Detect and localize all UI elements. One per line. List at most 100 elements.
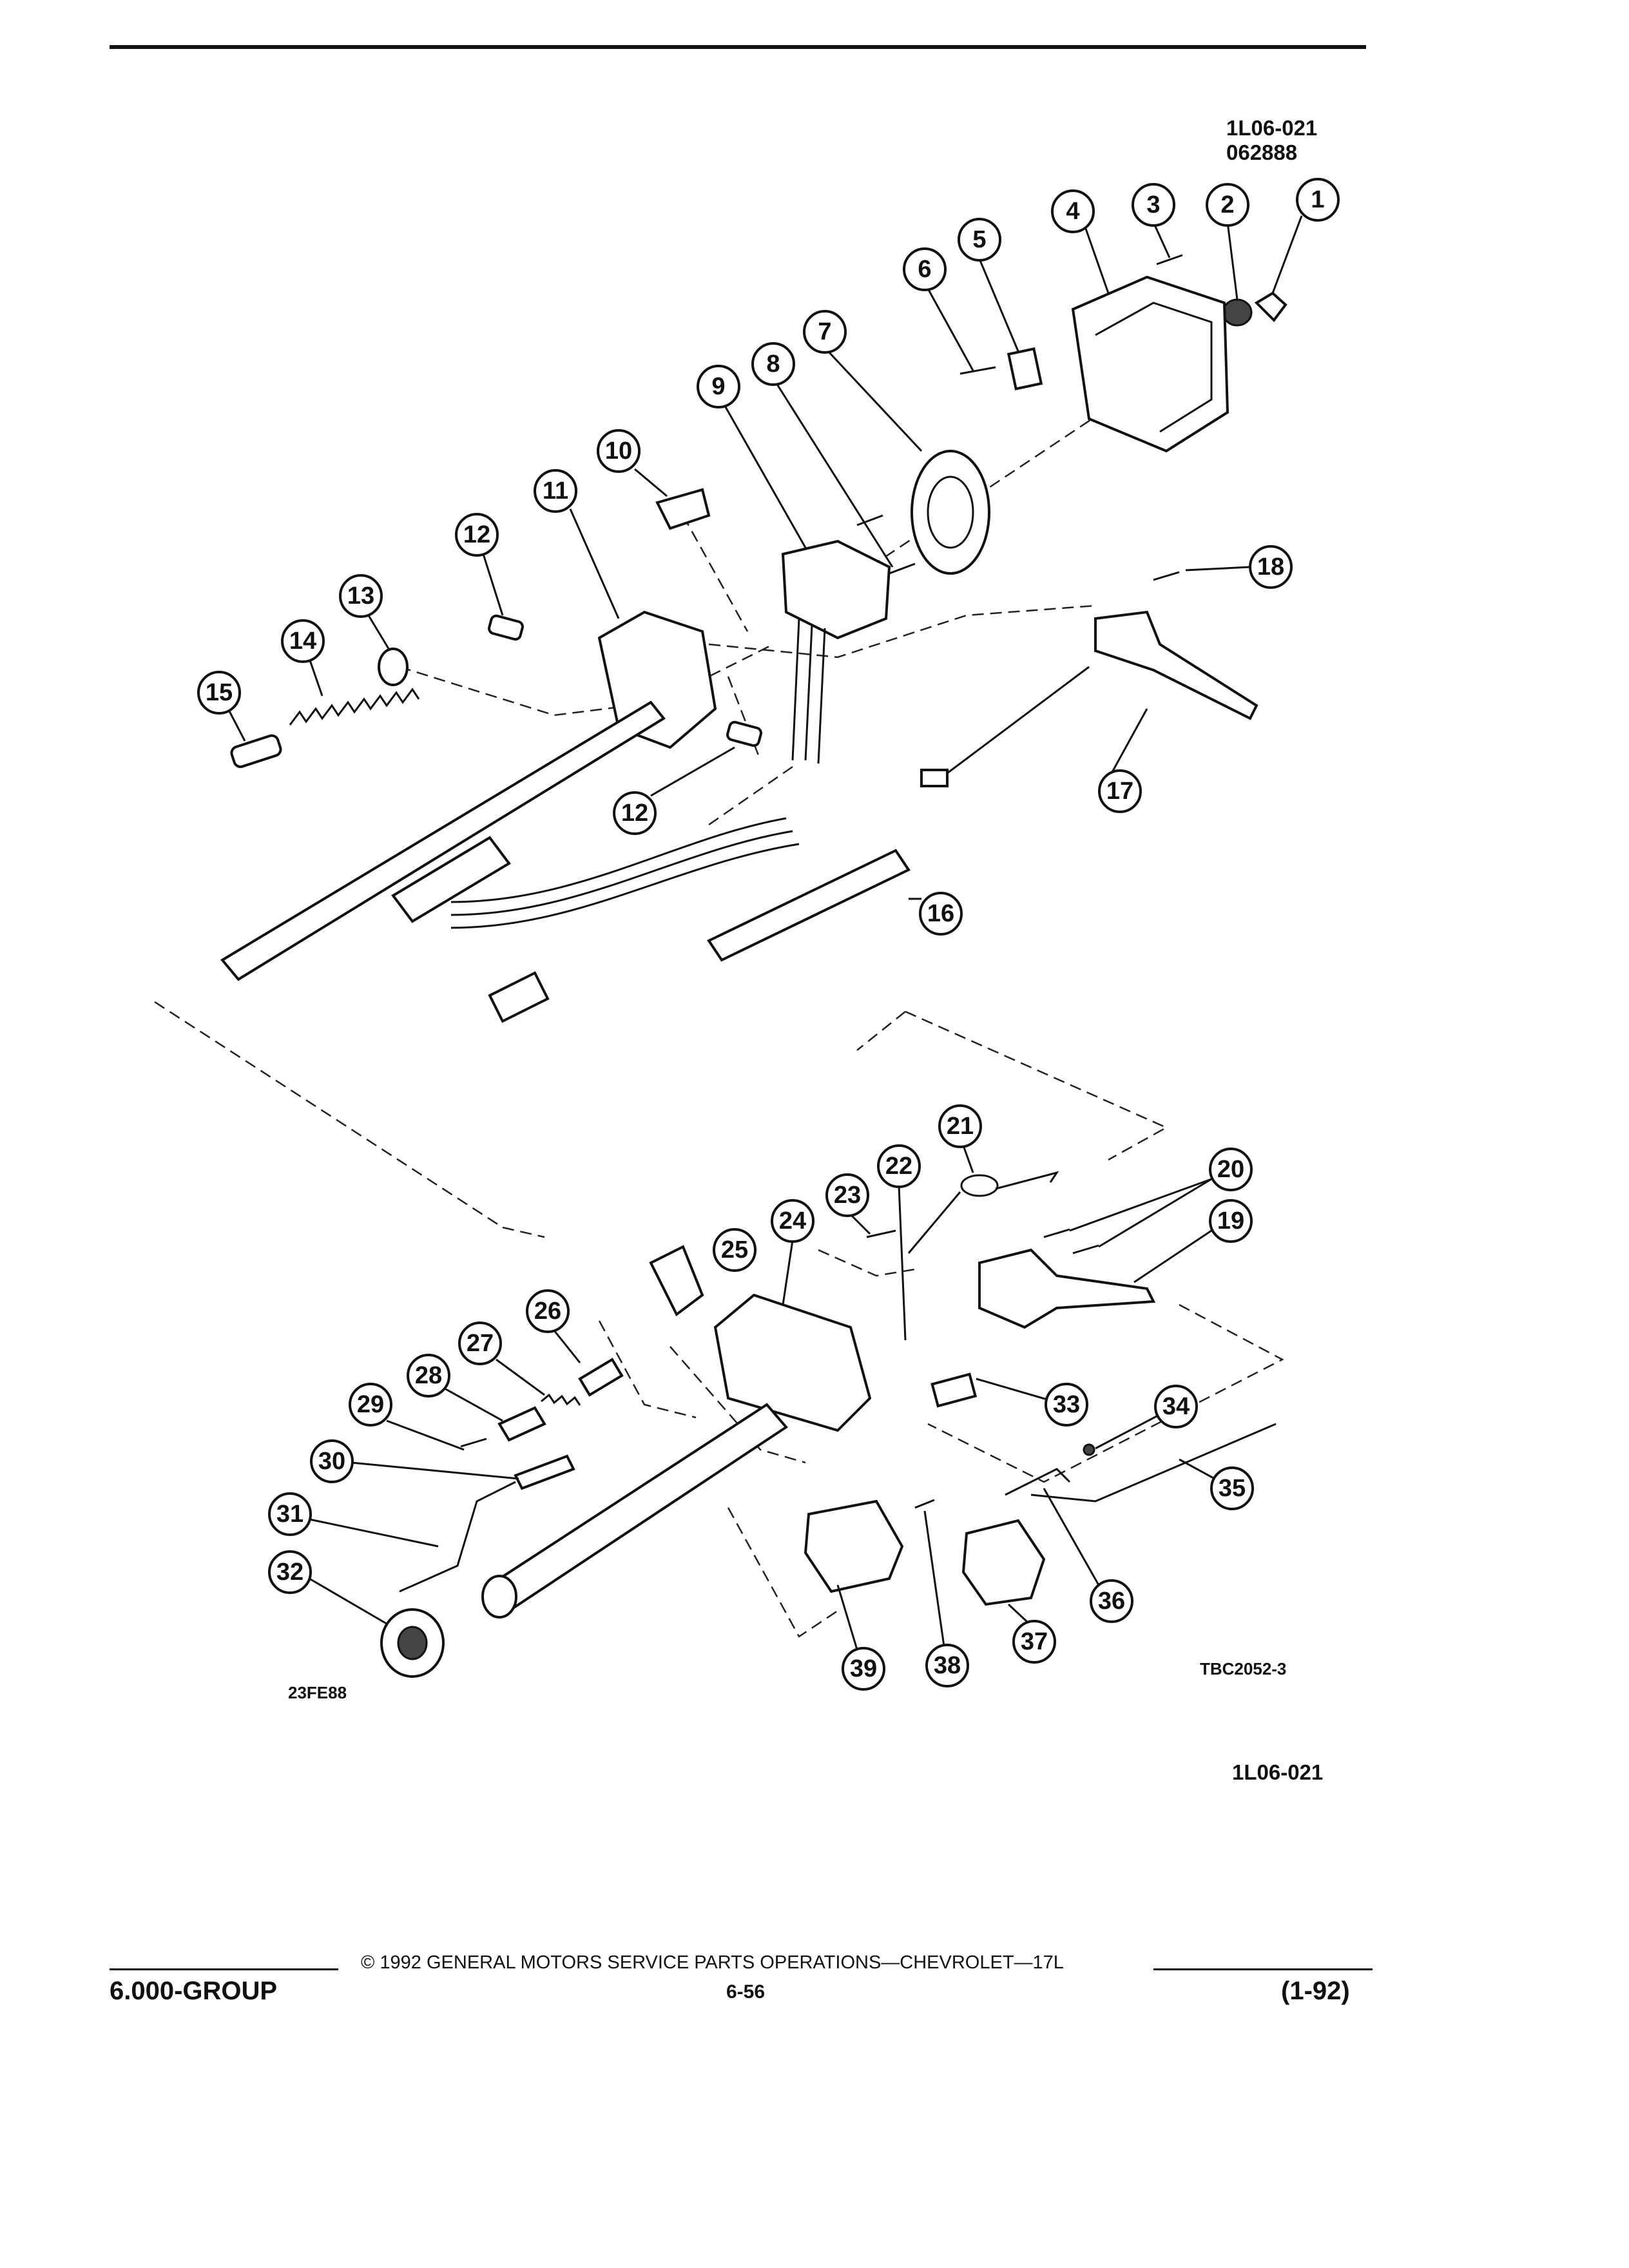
svg-text:13: 13 bbox=[347, 582, 374, 610]
part-33-shape bbox=[930, 1372, 978, 1408]
svg-text:22: 22 bbox=[885, 1153, 912, 1180]
callout-22: 22 bbox=[877, 1144, 921, 1341]
part-19-shape bbox=[978, 1248, 1156, 1329]
harness-plug bbox=[488, 971, 550, 1023]
callout-38: 38 bbox=[923, 1510, 969, 1687]
svg-text:19: 19 bbox=[1217, 1207, 1244, 1235]
callout-12-top: 12 bbox=[455, 513, 504, 616]
svg-text:5: 5 bbox=[972, 226, 986, 253]
part-7-detail bbox=[927, 476, 974, 549]
part-25-shape bbox=[649, 1245, 704, 1317]
assembly-line bbox=[502, 1226, 545, 1238]
footer-rule-right bbox=[1153, 1968, 1373, 1970]
callout-10: 10 bbox=[597, 429, 668, 497]
callout-25: 25 bbox=[713, 1228, 757, 1272]
callout-12-bottom: 12 bbox=[613, 746, 735, 835]
svg-text:4: 4 bbox=[1066, 198, 1079, 225]
part-12-shape bbox=[726, 720, 762, 747]
part-37-shape bbox=[961, 1519, 1046, 1606]
svg-text:3: 3 bbox=[1146, 191, 1160, 218]
assembly-line bbox=[869, 398, 1122, 568]
callout-5: 5 bbox=[958, 218, 1019, 352]
callout-21: 21 bbox=[938, 1104, 982, 1173]
part-17-shape bbox=[1094, 610, 1258, 720]
svg-text:16: 16 bbox=[927, 900, 954, 927]
svg-text:38: 38 bbox=[934, 1652, 961, 1679]
svg-text:20: 20 bbox=[1217, 1156, 1244, 1183]
part-1-shape bbox=[1254, 291, 1287, 323]
part-29-shape bbox=[460, 1437, 487, 1448]
part-13-shape bbox=[378, 648, 409, 686]
part-9-shape bbox=[781, 539, 891, 640]
part-26-shape bbox=[578, 1358, 624, 1397]
drawing-date-stamp: 23FE88 bbox=[288, 1683, 347, 1702]
callout-9: 9 bbox=[697, 365, 807, 548]
harness-wires bbox=[450, 817, 800, 929]
svg-text:17: 17 bbox=[1106, 778, 1133, 805]
part-4-shape bbox=[1071, 275, 1229, 453]
footer-copyright: © 1992 GENERAL MOTORS SERVICE PARTS OPER… bbox=[361, 1952, 1064, 1973]
svg-text:21: 21 bbox=[947, 1113, 974, 1140]
part-32-detail bbox=[397, 1626, 428, 1660]
callout-3: 3 bbox=[1132, 183, 1175, 258]
callout-27: 27 bbox=[458, 1321, 545, 1396]
part-34-shape bbox=[1083, 1443, 1095, 1456]
callout-24: 24 bbox=[771, 1199, 815, 1305]
part-21-shape bbox=[960, 1174, 999, 1197]
footer-revision: (1-92) bbox=[1281, 1977, 1350, 2005]
svg-text:33: 33 bbox=[1053, 1391, 1080, 1418]
svg-text:12: 12 bbox=[463, 521, 490, 548]
part-16-shape bbox=[707, 849, 911, 962]
part-8-shape bbox=[889, 562, 916, 575]
assembly-line bbox=[708, 604, 1096, 658]
callout-2: 2 bbox=[1206, 183, 1249, 300]
svg-text:29: 29 bbox=[357, 1391, 384, 1418]
callout-1: 1 bbox=[1271, 178, 1340, 294]
svg-text:28: 28 bbox=[415, 1362, 442, 1389]
svg-text:11: 11 bbox=[543, 477, 568, 505]
part-17-connector bbox=[920, 769, 949, 787]
callout-7: 7 bbox=[803, 310, 923, 452]
callout-23: 23 bbox=[825, 1173, 871, 1235]
svg-text:12: 12 bbox=[621, 800, 648, 827]
part-21-wire bbox=[907, 1171, 1059, 1254]
svg-text:26: 26 bbox=[534, 1298, 561, 1325]
svg-text:27: 27 bbox=[467, 1330, 494, 1357]
part-39-shape bbox=[804, 1499, 904, 1593]
svg-text:32: 32 bbox=[276, 1559, 304, 1586]
svg-text:36: 36 bbox=[1098, 1588, 1125, 1615]
callout-6: 6 bbox=[903, 247, 974, 371]
column-tube-end bbox=[481, 1575, 517, 1619]
svg-text:23: 23 bbox=[834, 1182, 861, 1209]
part-4-detail bbox=[1095, 302, 1213, 433]
part-6-shape bbox=[959, 366, 996, 375]
svg-text:24: 24 bbox=[779, 1207, 806, 1235]
part-38-shape bbox=[914, 1499, 935, 1509]
svg-text:25: 25 bbox=[721, 1236, 748, 1264]
part-28-shape bbox=[497, 1406, 546, 1442]
svg-text:9: 9 bbox=[711, 373, 725, 400]
assembly-line bbox=[727, 1507, 838, 1638]
part-8-shape bbox=[856, 514, 883, 526]
part-17-wire bbox=[947, 666, 1090, 774]
callout-26: 26 bbox=[526, 1289, 581, 1363]
header-rule bbox=[110, 45, 1366, 49]
part-14-shape bbox=[289, 687, 420, 726]
part-31-shape bbox=[399, 1481, 516, 1593]
part-23-shape bbox=[866, 1229, 896, 1238]
assembly-line bbox=[856, 1011, 906, 1051]
svg-text:14: 14 bbox=[289, 628, 316, 655]
svg-text:1: 1 bbox=[1311, 186, 1324, 213]
part-10-shape bbox=[655, 488, 711, 530]
svg-text:37: 37 bbox=[1021, 1628, 1048, 1655]
svg-text:34: 34 bbox=[1162, 1393, 1190, 1420]
svg-text:31: 31 bbox=[276, 1501, 304, 1528]
callout-30: 30 bbox=[310, 1439, 519, 1483]
part-27-shape bbox=[541, 1393, 581, 1406]
part-12-shape bbox=[488, 614, 524, 641]
harness-connector bbox=[391, 836, 511, 923]
callout-16: 16 bbox=[909, 892, 963, 936]
footer-rule-left bbox=[110, 1968, 338, 1970]
svg-text:35: 35 bbox=[1219, 1475, 1246, 1502]
